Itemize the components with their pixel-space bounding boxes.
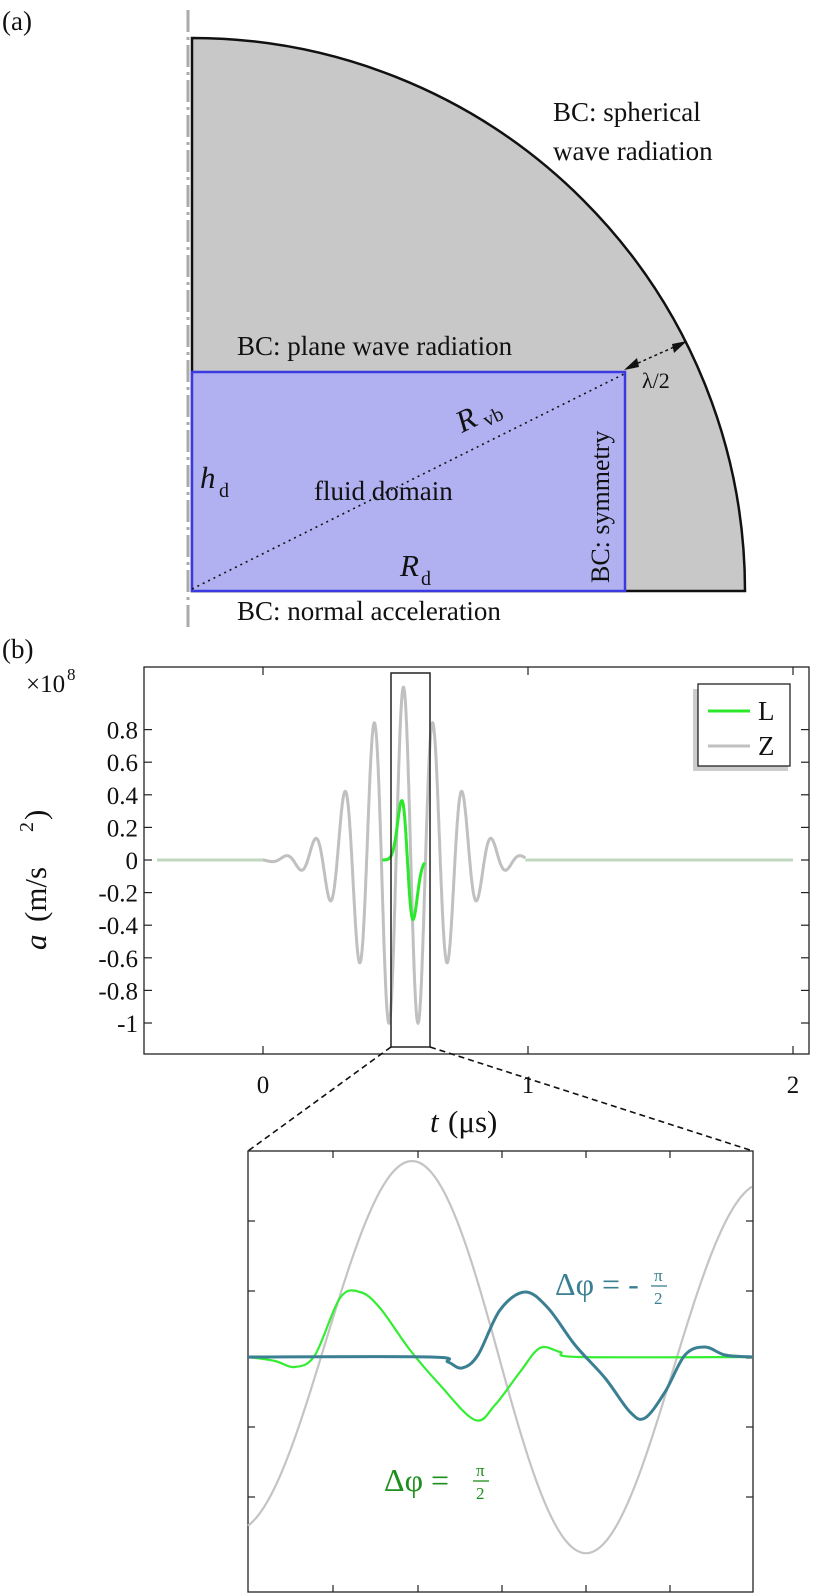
bc-symmetry-label: BC: symmetry: [586, 431, 615, 583]
legend-label-z: Z: [758, 731, 775, 761]
r-d-subscript: d: [421, 568, 431, 590]
phase-minus-num: π: [654, 1266, 663, 1285]
y-tick-label: 0: [126, 848, 139, 875]
x-axis-label-var: t: [430, 1104, 440, 1139]
phase-minus-den: 2: [654, 1289, 663, 1308]
y-axis-label-close: ): [18, 810, 53, 820]
h-d-subscript: d: [219, 480, 229, 502]
y-tick-label: -0.8: [98, 978, 138, 1005]
zoom-l-line: [247, 1289, 754, 1422]
panel-a-label: (a): [2, 6, 32, 36]
y-axis-label-unit: (m/s: [18, 867, 53, 922]
y-tick-label: -0.2: [98, 881, 138, 908]
y-tick-label: 0.2: [107, 815, 138, 842]
y-tick-label: 0.4: [107, 783, 139, 810]
x-tick-label: 2: [787, 1072, 800, 1099]
phase-plus-label: Δφ =: [384, 1462, 449, 1498]
phase-plus-num: π: [476, 1461, 485, 1480]
panel-a: (a) BC: spherical wave radiation BC: pla…: [2, 6, 747, 630]
series-z-line: [262, 685, 527, 1026]
panel-b: (b) ×10 8 -1 -0.8 -0.6 -0.4 -0.2 0 0.2 0.4 0.6 0.…: [2, 634, 810, 1139]
lambda-arrowhead-outer: [672, 341, 687, 353]
series-l-line: [382, 799, 426, 921]
phase-minus-label: Δφ = -: [555, 1266, 639, 1302]
legend-label-l: L: [758, 696, 775, 726]
legend: L Z: [693, 683, 791, 771]
y-axis-label-power: 2: [16, 822, 38, 832]
x-tick-label: 0: [257, 1072, 270, 1099]
zoom-ticks: [248, 1151, 753, 1592]
fluid-domain-label: fluid domain: [314, 476, 453, 506]
bc-plane-wave: BC: plane wave radiation: [237, 331, 513, 361]
exponent-power: 8: [67, 665, 76, 684]
y-tick-label: -0.4: [98, 913, 138, 940]
y-tick-label: -1: [117, 1011, 138, 1038]
y-tick-label: 0.8: [107, 718, 138, 745]
phase-plus-den: 2: [476, 1484, 485, 1503]
zoom-connector-left: [247, 1046, 392, 1152]
lambda-half-label: λ/2: [642, 368, 670, 393]
lambda-half-arrow: [626, 342, 684, 369]
zoom-box: [247, 1150, 754, 1593]
r-d-label: R: [399, 548, 419, 583]
r-vb-diagonal: [191, 373, 625, 590]
panel-b-label: (b): [2, 634, 33, 664]
y-axis-label: a (m/s 2 ): [16, 810, 53, 950]
zoom-shifted-line: [247, 1290, 754, 1421]
y-tick-label: 0.6: [107, 750, 138, 777]
bc-normal-acceleration: BC: normal acceleration: [237, 596, 501, 626]
y-tick-labels: -1 -0.8 -0.6 -0.4 -0.2 0 0.2 0.4 0.6 0.8: [98, 718, 138, 1038]
zoom-window-rect: [390, 672, 431, 1048]
bc-spherical-line2: wave radiation: [553, 136, 713, 166]
legend-box: [697, 683, 791, 767]
h-d-label: h: [200, 460, 216, 495]
exponent-label: ×10: [26, 671, 65, 698]
lambda-arrowhead-inner: [624, 358, 639, 370]
y-tick-label: -0.6: [98, 946, 138, 973]
zoom-connector-right: [429, 1046, 754, 1152]
bc-spherical-line1: BC: spherical: [553, 97, 701, 127]
zoom-inset: Δφ = - π 2 Δφ = π 2: [247, 1046, 754, 1593]
axis-ticks: [144, 667, 809, 1054]
x-axis-label-unit: (μs): [448, 1104, 497, 1139]
y-axis-label-var: a: [18, 935, 53, 951]
x-tick-label: 1: [522, 1072, 535, 1099]
